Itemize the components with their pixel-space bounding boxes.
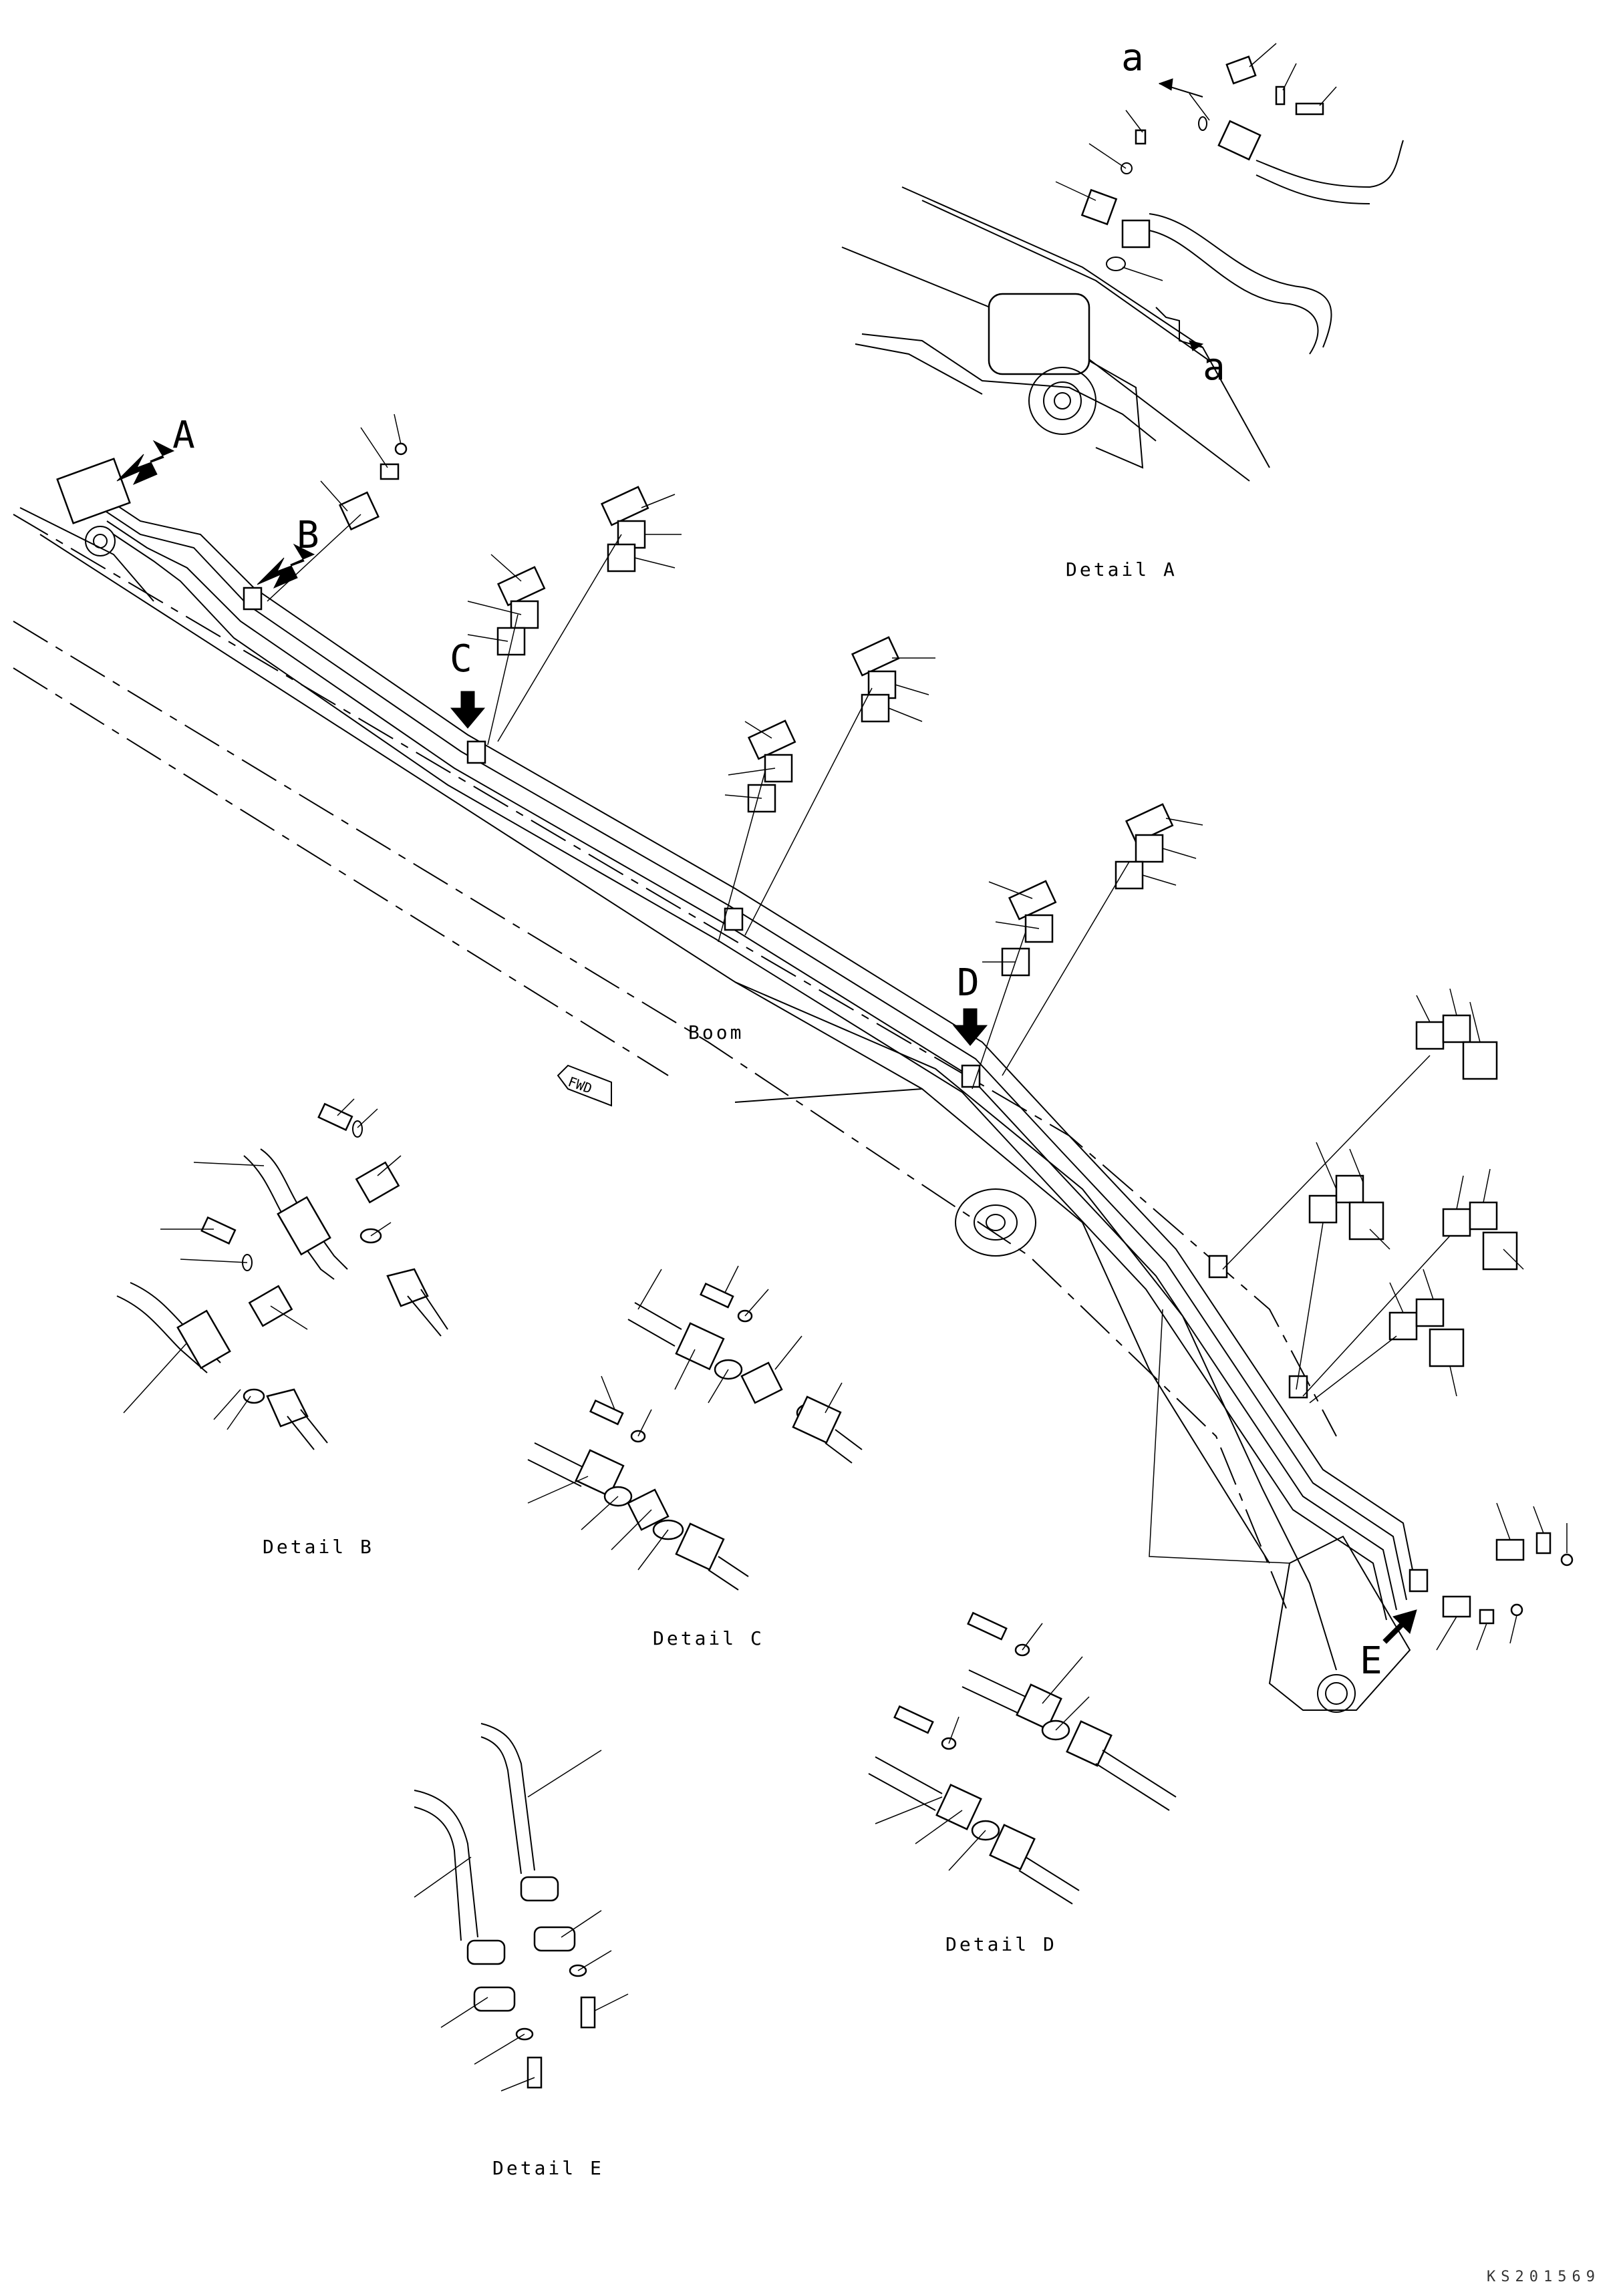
caption-detail-d: Detail D	[945, 1933, 1057, 1955]
detail-c-drawing	[527, 1265, 863, 1591]
caption-detail-e: Detail E	[492, 2157, 604, 2179]
boom-outline	[13, 514, 1411, 1713]
boom-hoses	[100, 494, 1417, 1621]
boom-label: Boom	[688, 1021, 744, 1043]
label-e: E	[1360, 1639, 1382, 1683]
detail-d-drawing	[868, 1611, 1177, 1905]
arrow-e-icon	[1382, 1609, 1417, 1644]
detail-b-drawing	[116, 1098, 448, 1450]
boom-head	[19, 458, 154, 602]
caption-detail-a: Detail A	[1066, 558, 1177, 581]
detail-a-drawing	[841, 43, 1404, 482]
view-arrows	[116, 440, 1417, 1644]
hose-clamps	[243, 587, 1429, 1593]
label-b: B	[297, 514, 319, 557]
label-a-top: a	[1121, 36, 1144, 79]
caption-detail-b: Detail B	[263, 1536, 374, 1558]
label-a-bottom: a	[1203, 345, 1225, 389]
arrow-a-icon	[116, 440, 175, 485]
fwd-marker: FWD	[557, 1064, 612, 1107]
arrow-b-icon	[257, 543, 315, 589]
label-c: C	[450, 637, 472, 681]
caption-detail-c: Detail C	[653, 1627, 764, 1649]
arrow-d-icon	[952, 1008, 988, 1046]
clamp-parts-exploded	[267, 442, 1574, 1625]
leader-lines	[320, 414, 1568, 1651]
detail-e-drawing	[414, 1723, 629, 2092]
drawing-code: KS201569	[1487, 2269, 1600, 2285]
label-a: A	[172, 414, 195, 457]
arrow-c-icon	[450, 691, 486, 729]
fwd-label: FWD	[566, 1074, 594, 1097]
label-d: D	[957, 961, 980, 1005]
